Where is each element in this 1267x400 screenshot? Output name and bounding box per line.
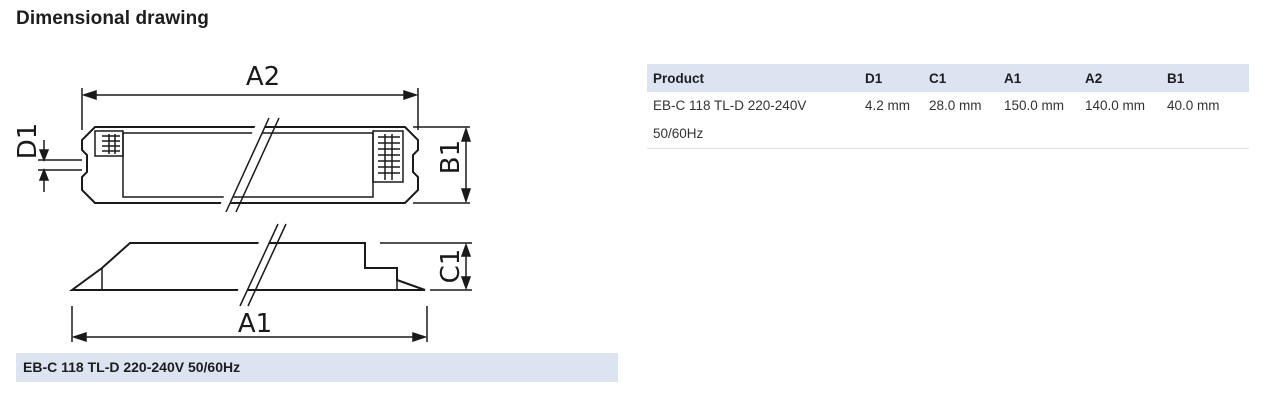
label-a1: A1 [238,309,272,339]
dimension-d1 [38,140,82,192]
header-a2: A2 [1085,70,1103,86]
label-d1: D1 [13,123,43,160]
header-c1: C1 [929,70,947,86]
section-title: Dimensional drawing [16,8,209,29]
label-a2: A2 [246,62,280,92]
cell-b1: 40.0 mm [1167,98,1220,113]
cell-a2: 140.0 mm [1085,98,1146,113]
label-b1: B1 [436,140,466,174]
label-c1: C1 [436,249,466,284]
left-terminal-block [94,130,124,157]
ballast-top-outline [81,126,419,204]
product-name-line2: 50/60Hz [653,126,704,141]
right-terminal-block [372,130,404,183]
dimension-b1 [413,126,472,204]
product-name-line1: EB-C 118 TL-D 220-240V [653,98,807,113]
dimension-a1 [71,306,428,343]
table-row: EB-C 118 TL-D 220-240V 50/60Hz 4.2 mm 28… [647,92,1249,149]
header-d1: D1 [865,70,883,86]
table-header-row: Product D1 C1 A1 A2 B1 [647,64,1249,92]
header-b1: B1 [1167,70,1185,86]
dimension-a2 [81,88,419,130]
break-lines-bottom [231,223,287,308]
dimension-table: Product D1 C1 A1 A2 B1 EB-C 118 TL-D 220… [647,64,1249,149]
cell-a1: 150.0 mm [1004,98,1065,113]
cell-c1: 28.0 mm [929,98,982,113]
dimension-c1 [380,242,472,291]
ballast-side-outline [68,242,426,291]
dimensional-drawing: A2 A1 B1 C1 D1 [13,62,472,343]
drawing-caption: EB-C 118 TL-D 220-240V 50/60Hz [16,353,618,382]
cell-d1: 4.2 mm [865,98,911,113]
cell-product: EB-C 118 TL-D 220-240V 50/60Hz [647,92,859,149]
header-a1: A1 [1004,70,1022,86]
header-product: Product [653,70,705,86]
break-lines-top [217,117,280,214]
